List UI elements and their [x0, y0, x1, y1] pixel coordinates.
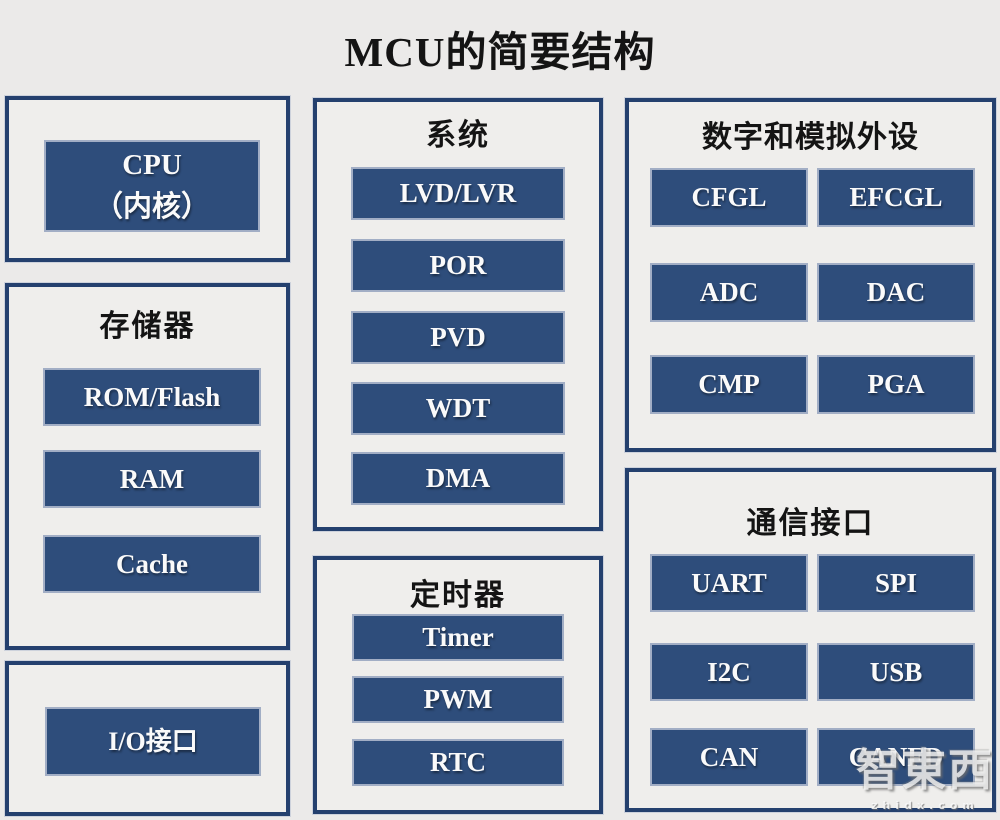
block-pwm: PWM	[352, 676, 564, 723]
block-rtc: RTC	[352, 739, 564, 786]
block-usb: USB	[817, 643, 975, 701]
block-pvd: PVD	[351, 311, 565, 364]
block-timer: Timer	[352, 614, 564, 661]
block-pga: PGA	[817, 355, 975, 414]
block-io-interface: I/O接口	[45, 707, 261, 776]
timer-panel-title: 定时器	[410, 579, 506, 612]
block-dma: DMA	[351, 452, 565, 505]
panel-io: I/O接口	[5, 661, 290, 816]
cpu-label-line2: （内核）	[93, 191, 210, 223]
block-cache: Cache	[43, 535, 261, 593]
panel-communication-interfaces: 通信接口 UART SPI I2C USB CAN CANFD	[625, 468, 996, 812]
block-i2c: I2C	[650, 643, 808, 701]
block-wdt: WDT	[351, 382, 565, 435]
block-efcgl: EFCGL	[817, 168, 975, 227]
cpu-label-line1: CPU	[122, 148, 182, 181]
block-por: POR	[351, 239, 565, 292]
panel-cpu: CPU （内核）	[5, 96, 290, 262]
memory-panel-title: 存储器	[99, 310, 196, 343]
block-can: CAN	[650, 728, 808, 786]
comm-panel-title: 通信接口	[746, 507, 875, 540]
block-canfd: CANFD	[817, 728, 975, 786]
system-panel-title: 系统	[426, 119, 490, 152]
panel-system: 系统 LVD/LVR POR PVD WDT DMA	[313, 98, 603, 531]
block-adc: ADC	[650, 263, 808, 322]
block-ram: RAM	[43, 450, 261, 508]
panel-memory: 存储器 ROM/Flash RAM Cache	[5, 283, 290, 650]
block-spi: SPI	[817, 554, 975, 612]
block-cpu-core: CPU （内核）	[44, 140, 260, 232]
block-lvd-lvr: LVD/LVR	[351, 167, 565, 220]
block-dac: DAC	[817, 263, 975, 322]
block-rom-flash: ROM/Flash	[43, 368, 261, 426]
panel-digital-analog-peripherals: 数字和模拟外设 CFGL EFCGL ADC DAC CMP PGA	[625, 98, 996, 452]
diagram-title: MCU的简要结构	[344, 29, 656, 75]
block-uart: UART	[650, 554, 808, 612]
block-cmp: CMP	[650, 355, 808, 414]
block-cfgl: CFGL	[650, 168, 808, 227]
digital-panel-title: 数字和模拟外设	[702, 121, 919, 154]
panel-timer: 定时器 Timer PWM RTC	[313, 556, 603, 814]
